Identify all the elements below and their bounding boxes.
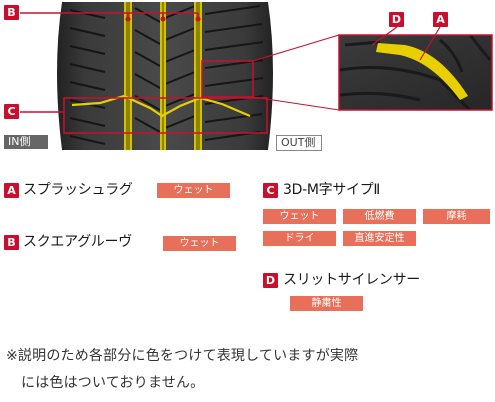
feature-c-tag-wear: 摩耗 bbox=[423, 209, 490, 224]
feature-a-name: スプラッシュラグ bbox=[23, 182, 133, 198]
footnote-line-1: ※説明のため各部分に色をつけて表現していますが実際 bbox=[6, 348, 359, 364]
square-groove-highlight bbox=[124, 2, 202, 150]
feature-c-name: 3D-M字サイプⅡ bbox=[283, 182, 381, 198]
footnote-line-2: には色はついておりません。 bbox=[21, 375, 205, 391]
zoom-inset bbox=[338, 34, 493, 111]
feature-a-badge: A bbox=[4, 183, 19, 198]
zoom-source-box bbox=[201, 60, 254, 98]
m-sipe-highlight bbox=[71, 94, 251, 118]
feature-d-badge: D bbox=[263, 273, 278, 288]
tire-illustration bbox=[20, 2, 493, 150]
feature-b-name: スクエアグルーヴ bbox=[23, 234, 132, 250]
feature-c-tag-dry: ドライ bbox=[263, 231, 336, 246]
callout-d-badge: D bbox=[389, 12, 404, 27]
splash-lug-highlight bbox=[376, 43, 468, 100]
callout-b-badge: B bbox=[4, 5, 19, 20]
feature-c-tag-stability: 直進安定性 bbox=[343, 231, 416, 246]
feature-d-tag-quiet: 静粛性 bbox=[290, 296, 363, 311]
callout-a-badge: A bbox=[433, 12, 448, 27]
feature-c-tag-fuel: 低燃費 bbox=[343, 209, 416, 224]
callout-b-dots bbox=[125, 16, 201, 22]
feature-c-tag-wet: ウェット bbox=[263, 209, 336, 224]
out-side-label: OUT側 bbox=[276, 135, 322, 151]
feature-a-tag-wet: ウェット bbox=[157, 183, 230, 198]
callout-c-badge: C bbox=[4, 104, 19, 119]
feature-d-name: スリットサイレンサー bbox=[283, 272, 420, 288]
callout-c-region-box bbox=[63, 97, 268, 134]
feature-c-badge: C bbox=[263, 183, 278, 198]
in-side-label: IN側 bbox=[4, 135, 48, 149]
tire-tread bbox=[57, 2, 273, 150]
feature-b-badge: B bbox=[4, 235, 19, 250]
feature-b-tag-wet: ウェット bbox=[163, 236, 236, 251]
